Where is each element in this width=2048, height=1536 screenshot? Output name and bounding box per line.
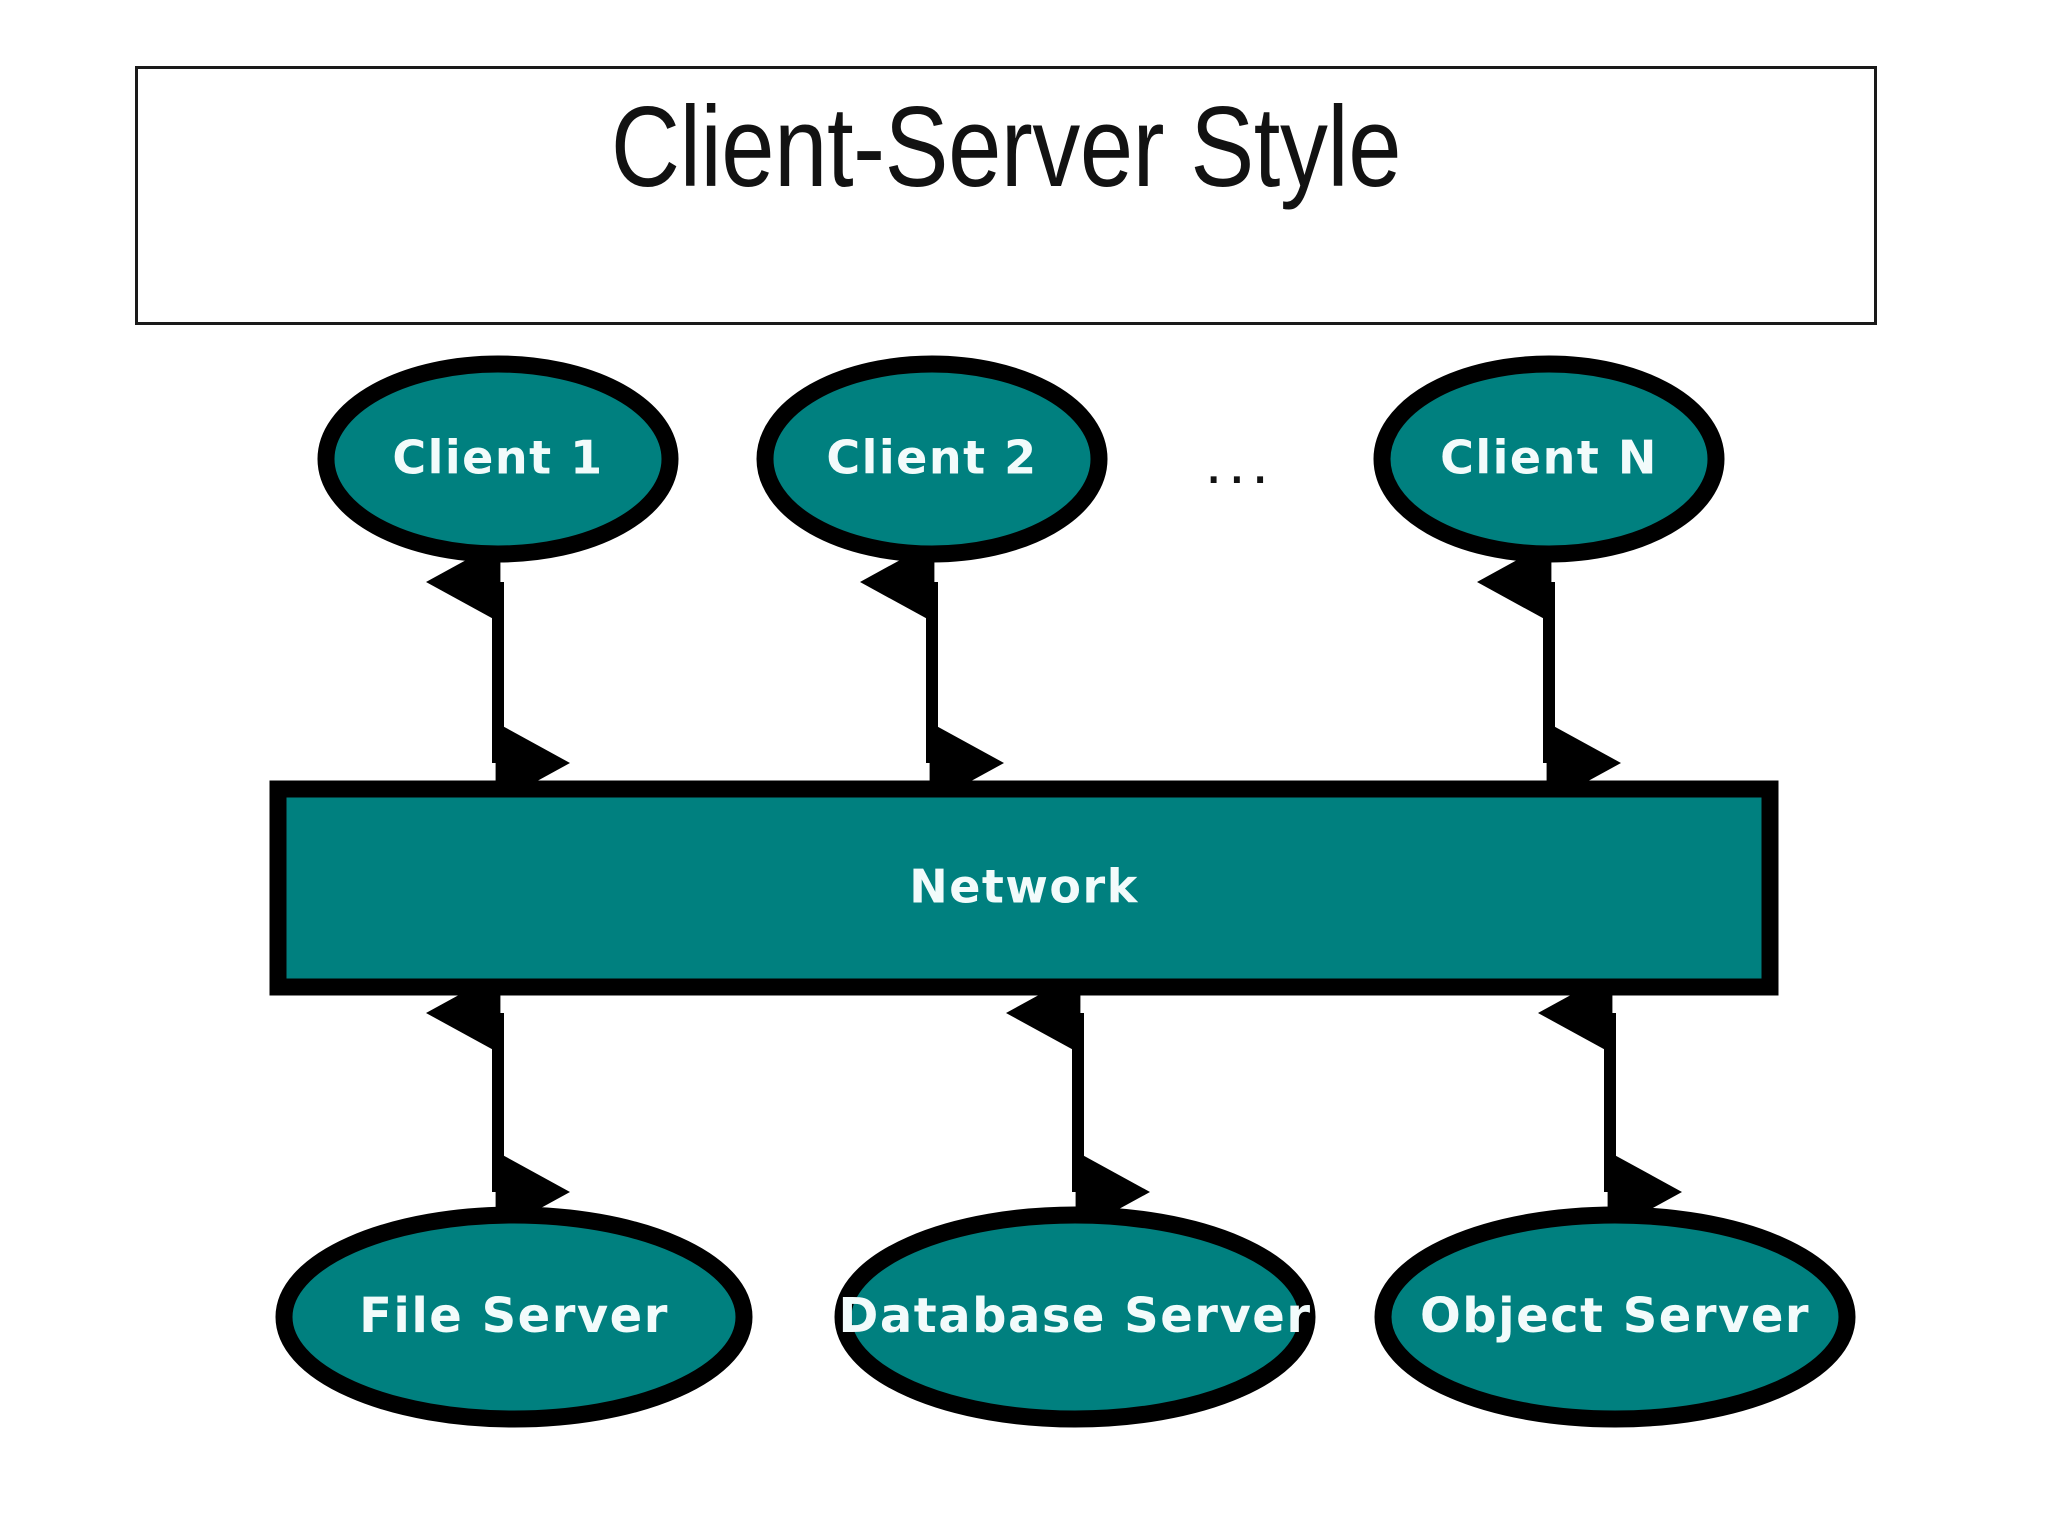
client-2[interactable]: Client 2 [756, 355, 1108, 563]
page-title: Client-Server Style [610, 84, 1402, 211]
client-2-label: Client 2 [826, 431, 1037, 485]
object-server-shape [1374, 1206, 1856, 1428]
database-server[interactable]: Database Server [834, 1206, 1316, 1428]
client-1-shape [317, 355, 679, 563]
clients-ellipsis: ... [1205, 428, 1275, 497]
object-server[interactable]: Object Server [1374, 1206, 1856, 1428]
client-n[interactable]: Client N [1373, 355, 1725, 563]
file-server[interactable]: File Server [275, 1206, 753, 1428]
client-1[interactable]: Client 1 [317, 355, 679, 563]
client-2-shape [756, 355, 1108, 563]
title-box: Client-Server Style [135, 66, 1877, 325]
network-bar-label: Network [909, 860, 1139, 914]
connectors-layer [425, 541, 1683, 1233]
object-server-label: Object Server [1420, 1288, 1810, 1344]
network-bar-shape [269, 780, 1779, 996]
network-bar[interactable]: Network [269, 780, 1779, 996]
database-server-shape [834, 1206, 1316, 1428]
client-n-shape [1373, 355, 1725, 563]
client-n-label: Client N [1440, 431, 1658, 485]
file-server-shape [275, 1206, 753, 1428]
client-1-label: Client 1 [392, 431, 603, 485]
database-server-label: Database Server [839, 1288, 1312, 1344]
file-server-label: File Server [359, 1288, 669, 1344]
